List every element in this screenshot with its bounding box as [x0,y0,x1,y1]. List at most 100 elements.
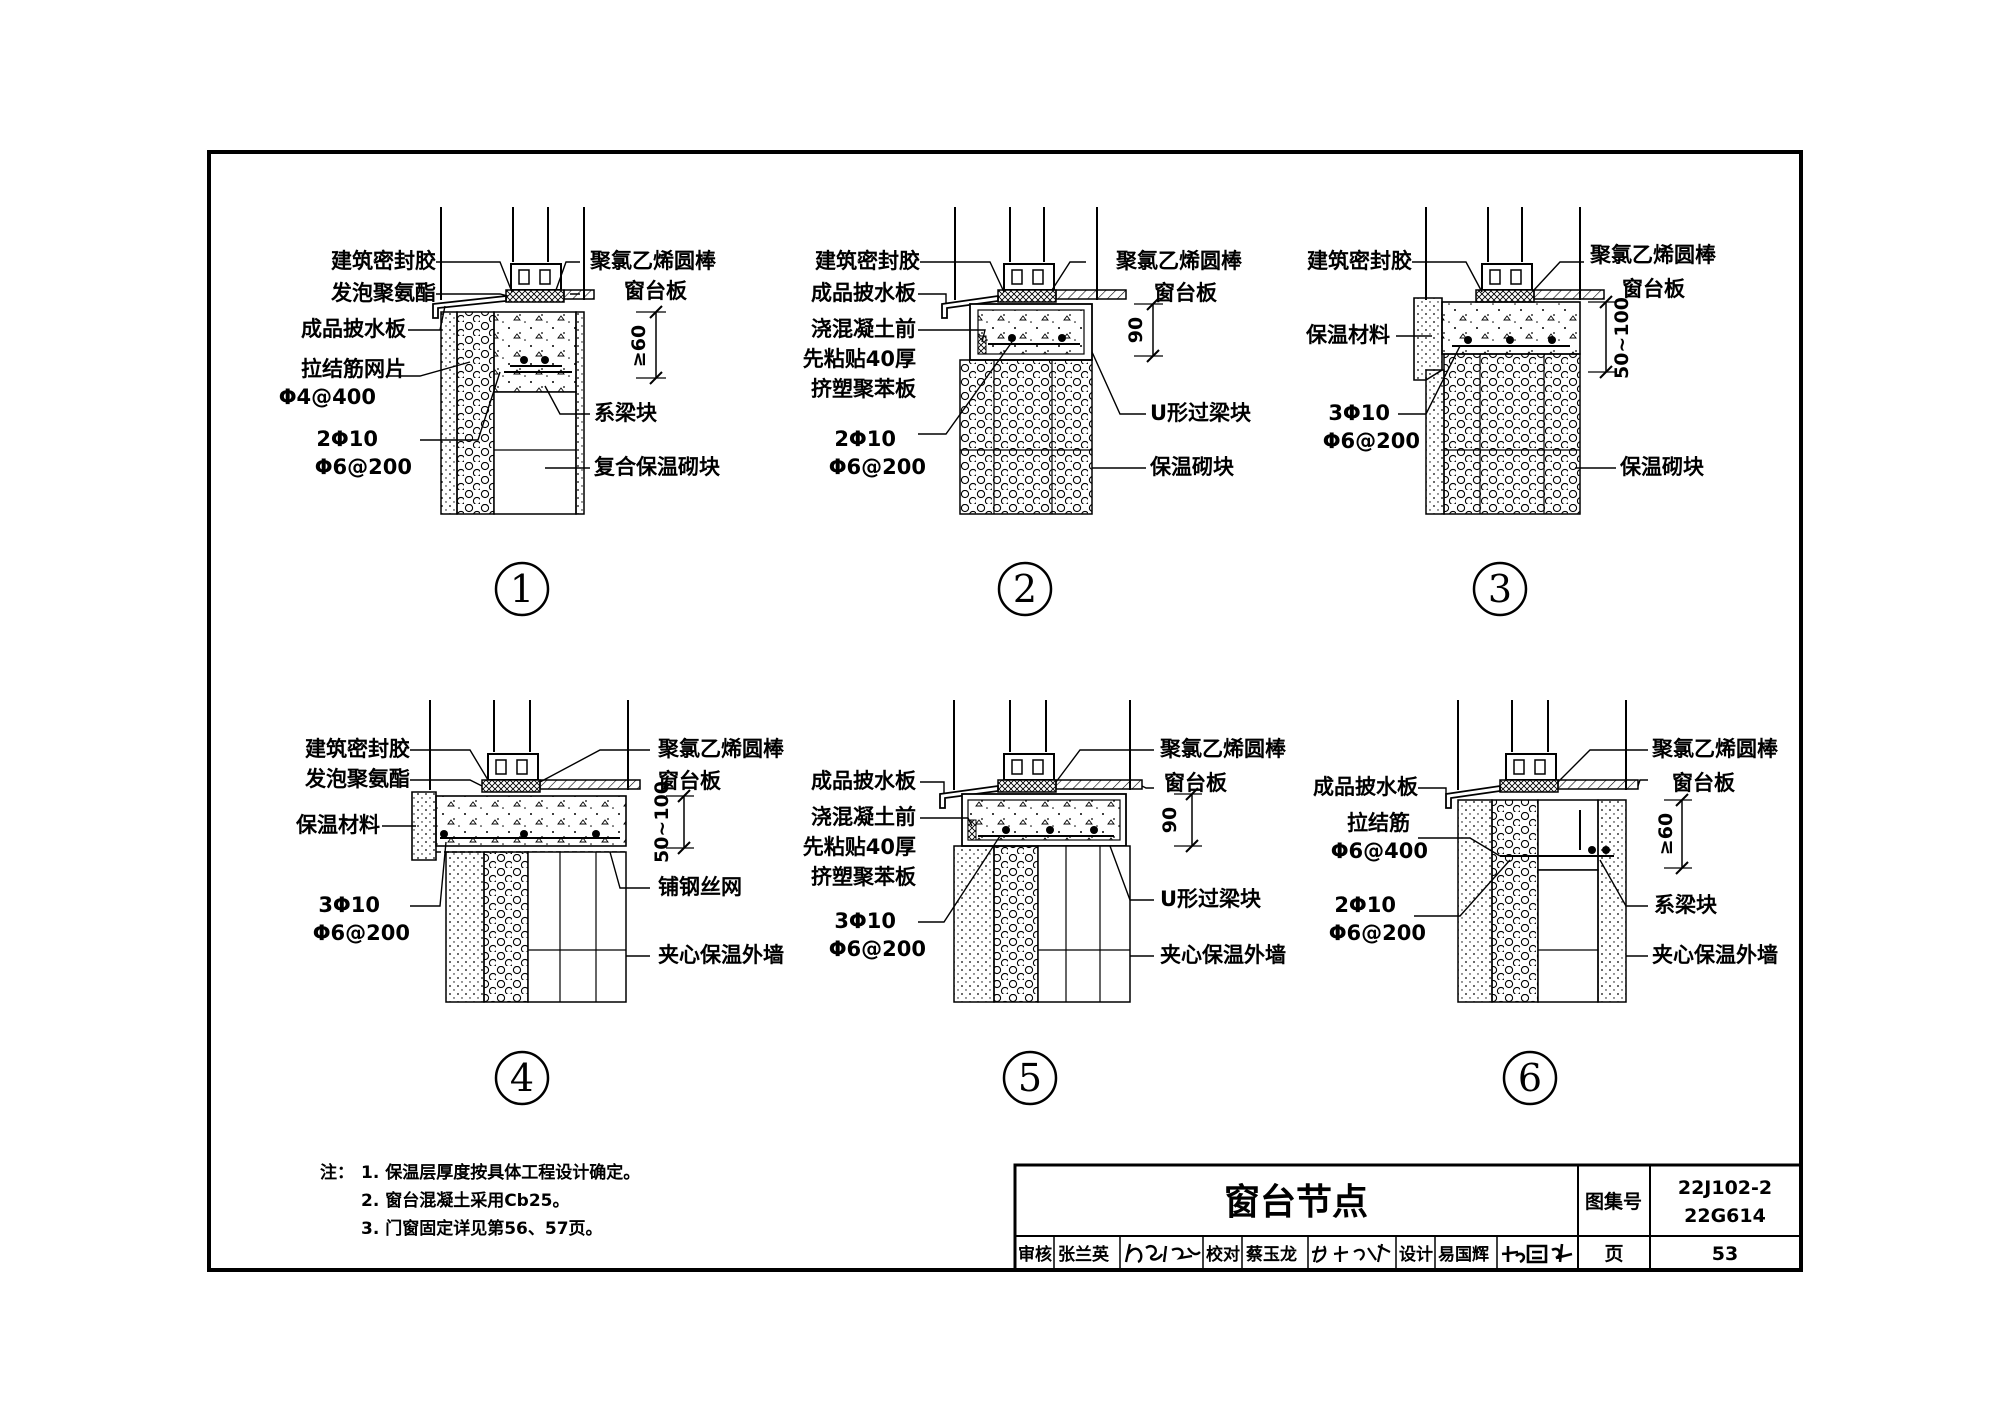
xps-board [977,335,987,355]
label-mesh-spec: Φ4@400 [279,385,376,409]
window-frame-profile [1003,263,1055,291]
label-rebar: 2Φ10 [834,427,896,451]
label-sill-board: 窗台板 [1164,771,1228,795]
dimension-text: 90 [1159,807,1181,833]
sealant-joint [1499,779,1559,793]
dimension-line: 90 [1125,297,1163,363]
label-sandwich-wall: 夹心保温外墙 [1652,943,1778,967]
window-frame-profile [1003,753,1055,781]
window-frame-profile [510,263,562,291]
label-pvc-rod: 聚氯乙烯圆棒 [1589,243,1717,267]
label-rebar: 3Φ10 [834,909,896,933]
label-sandwich-wall: 夹心保温外墙 [1160,943,1286,967]
tie-beam-block [1537,799,1599,871]
wall-outer-leaf [1457,799,1493,1003]
dimension-line: ≥60 [628,305,666,385]
sill-board [1055,289,1127,300]
design-name: 易国辉 [1438,1245,1489,1265]
wall-outer-leaf [445,851,485,1003]
detail-number: 4 [510,1056,534,1100]
wall-outer-leaf [953,845,995,1003]
dimension-line: ≥60 [1655,793,1692,875]
label-pvc-rod: 聚氯乙烯圆棒 [589,249,717,273]
composite-block [456,311,495,515]
wall-inner-grout [1597,799,1627,1003]
leader-lines [1396,261,1616,469]
detail-2: 90 建筑密封胶 成品披水板 浇混凝土前 先粘贴40厚 挤塑聚苯板 2Φ10 Φ… [803,207,1252,617]
sandwich-insulation [483,851,529,1003]
drawing-title: 窗台节点 [1224,1182,1368,1223]
label-pour-note-1: 浇混凝土前 [811,317,916,341]
label-sealant: 建筑密封胶 [305,737,410,761]
insulation-block [1443,353,1581,515]
note-1: 1. 保温层厚度按具体工程设计确定。 [361,1162,640,1183]
label-pour-note-2: 先粘贴40厚 [803,347,916,371]
label-pour-note-3: 挤塑聚苯板 [811,377,917,401]
review-label: 审核 [1018,1244,1052,1265]
window-frame-profile [1481,263,1533,291]
dimension-line: 50~100 [651,781,694,863]
detail-number: 2 [1013,567,1037,611]
sealant-joint [505,289,565,303]
label-pvc-rod: 聚氯乙烯圆棒 [1159,737,1287,761]
title-block: 窗台节点 图集号 22J102-2 22G614 页 53 审核 张兰英 校对 … [1013,1163,1803,1272]
page-label: 页 [1604,1243,1623,1265]
dimension-line: 90 [1159,787,1202,853]
label-wall-block: 保温砌块 [1149,455,1235,479]
review-name: 张兰英 [1058,1244,1110,1265]
label-stirrup: Φ6@200 [829,455,926,479]
label-sill-board: 窗台板 [1154,281,1218,305]
label-wall-block: 保温砌块 [1619,455,1705,479]
label-pvc-rod: 聚氯乙烯圆棒 [1651,737,1779,761]
leader-lines [386,261,590,469]
dimension-text: 90 [1125,317,1147,343]
page-number: 53 [1712,1243,1738,1265]
label-pour-note-1: 浇混凝土前 [811,805,916,829]
label-sill-board: 窗台板 [658,769,722,793]
label-sill-board: 窗台板 [624,279,688,303]
label-sandwich-wall: 夹心保温外墙 [658,943,784,967]
tie-beam-block [493,311,577,393]
wall-inner-grout [575,311,585,515]
label-tie-mesh: 拉结筋网片 [301,357,406,381]
dimension-text: 50~100 [1611,297,1633,379]
dimension-text: ≥60 [1655,813,1677,855]
detail-6: ≥60 成品披水板 拉结筋 Φ6@400 2Φ10 Φ6@200 聚氯乙烯圆棒 … [1313,700,1779,1106]
dimension-line: 50~100 [1588,295,1633,379]
label-sealant: 建筑密封胶 [815,249,920,273]
label-drip-flashing: 成品披水板 [301,317,407,341]
dimension-text: ≥60 [628,325,650,367]
label-rebar: 3Φ10 [318,893,380,917]
detail-4: 50~100 建筑密封胶 发泡聚氨酯 保温材料 3Φ10 Φ6@200 聚氯乙烯… [295,700,785,1106]
drip-flashing [939,784,999,809]
design-signature [1501,1243,1573,1264]
label-sill-board: 窗台板 [1672,771,1736,795]
review-signature [1124,1243,1201,1264]
label-rebar: 2Φ10 [1334,893,1396,917]
label-tie-spec: Φ6@400 [1331,839,1428,863]
label-rebar: 3Φ10 [1328,401,1390,425]
detail-number: 5 [1018,1056,1042,1100]
sill-board [1055,779,1143,790]
label-tie-beam: 系梁块 [1654,893,1718,917]
sealant-joint [1475,289,1535,303]
detail-1: ≥60 建筑密封胶 发泡聚氨酯 成品披水板 拉结筋网片 Φ4@400 2Φ10 … [279,207,721,617]
xps-board [967,819,977,841]
sill-board [1533,289,1605,300]
window-frame-profile [487,753,539,781]
notes: 注： 1. 保温层厚度按具体工程设计确定。 2. 窗台混凝土采用Cb25。 3.… [320,1162,640,1239]
label-sealant: 建筑密封胶 [331,249,436,273]
label-stirrup: Φ6@200 [1323,429,1420,453]
label-stirrup: Φ6@200 [313,921,410,945]
note-2: 2. 窗台混凝土采用Cb25。 [361,1190,570,1211]
sill-board [1557,779,1639,790]
label-pu-foam: 发泡聚氨酯 [304,767,410,791]
leader-lines [382,749,650,957]
check-signature [1311,1243,1391,1264]
sealant-joint [997,289,1057,303]
dimension-text: 50~100 [651,781,673,863]
insulation-wrap [1413,297,1443,381]
window-frame-profile [1505,753,1557,781]
label-u-lintel: U形过梁块 [1160,887,1262,911]
